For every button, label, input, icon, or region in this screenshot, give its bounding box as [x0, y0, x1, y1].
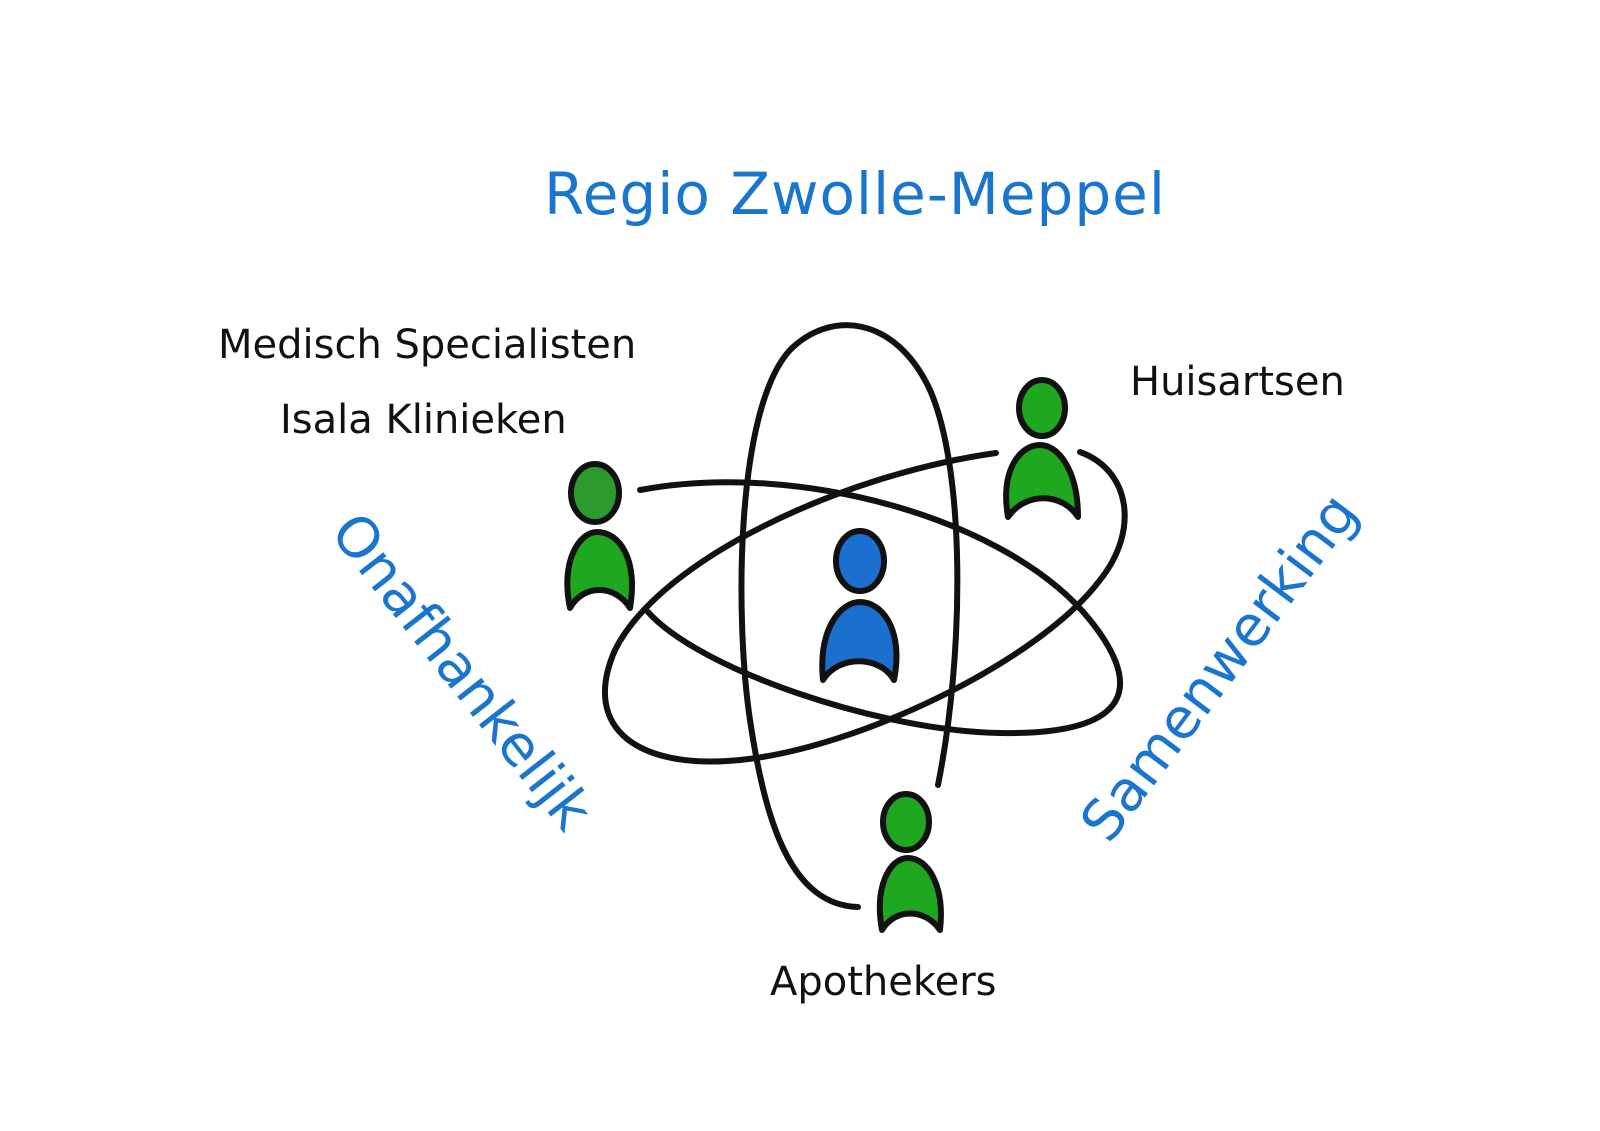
- orbit-diagonal-up: [602, 449, 1128, 765]
- person-icon-medisch-specialisten: [564, 461, 635, 611]
- label-apothekers: Apothekers: [770, 959, 997, 1005]
- person-icon-apothekers: [876, 791, 944, 933]
- diagram-title: Regio Zwolle-Meppel: [544, 160, 1166, 228]
- orbit-diagonal-down: [637, 479, 1123, 737]
- label-isala-klinieken: Isala Klinieken: [280, 397, 567, 443]
- person-icon-huisartsen: [1003, 377, 1081, 520]
- label-huisartsen: Huisartsen: [1130, 359, 1345, 405]
- person-icon-center: [819, 528, 900, 683]
- label-medisch-specialisten: Medisch Specialisten: [218, 322, 637, 368]
